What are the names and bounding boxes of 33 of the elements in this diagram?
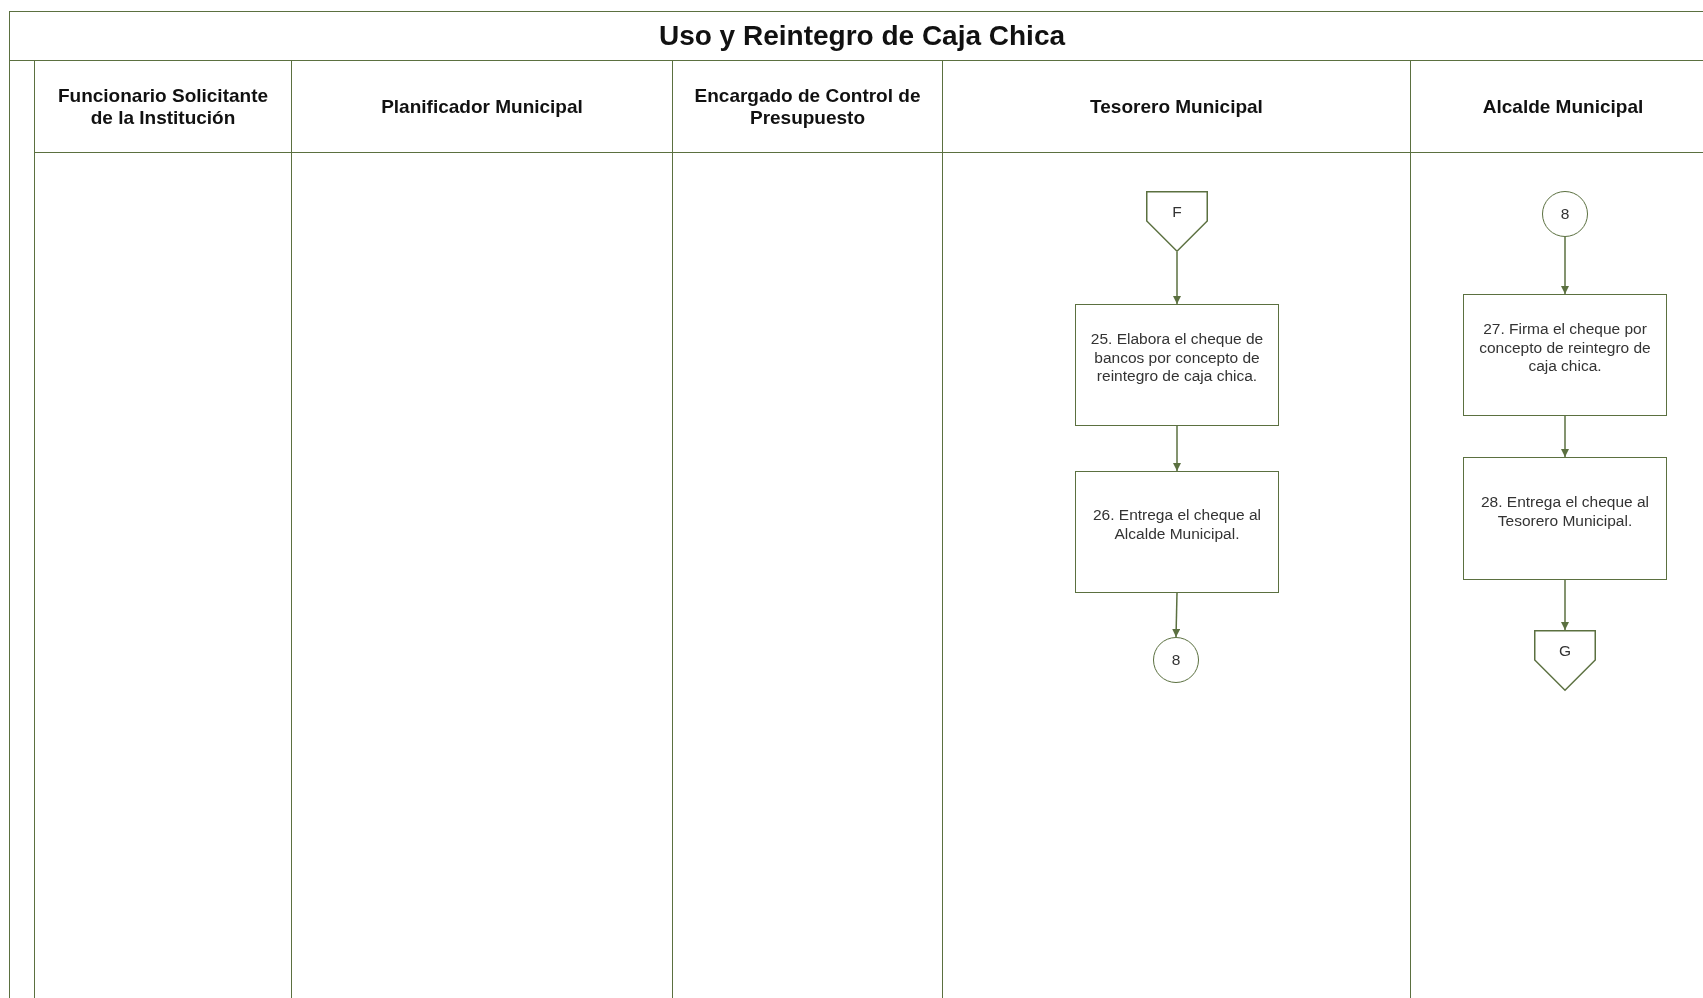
connector-circle: [1542, 191, 1588, 237]
lane-header: Alcalde Municipal: [1482, 95, 1644, 118]
process-box: [1463, 294, 1667, 416]
arrow: [1173, 425, 1181, 472]
swimlane: [34, 61, 291, 998]
step-text: 25. Elabora el cheque de bancos por concepto de reintegro de caja chica.: [1089, 330, 1265, 386]
arrow: [1172, 592, 1181, 638]
connector-label: 8: [1560, 204, 1570, 224]
lane-header: Planificador Municipal: [381, 95, 583, 118]
off-page-connector: [1146, 191, 1208, 252]
diagram-title: Uso y Reintegro de Caja Chica: [9, 11, 1703, 61]
swimlane: [942, 61, 1410, 998]
arrow: [1561, 236, 1569, 295]
lane-header: Tesorero Municipal: [1090, 95, 1263, 118]
step-text: 26. Entrega el cheque al Alcalde Municipal.: [1091, 506, 1262, 544]
connector-label: F: [1172, 203, 1182, 222]
process-box: [1075, 304, 1279, 426]
swimlane: [291, 61, 672, 998]
swimlane: [672, 61, 942, 998]
connector-circle: [1153, 637, 1199, 683]
lane-header: Encargado de Control de Presupuesto: [693, 84, 922, 129]
swimlane: [1410, 61, 1703, 998]
off-page-connector: [1534, 630, 1596, 691]
arrow: [1561, 579, 1569, 631]
step-text: 27. Firma el cheque por concepto de reintegro de caja chica.: [1478, 320, 1652, 376]
connector-label: G: [1558, 642, 1572, 661]
lane-header: Funcionario Solicitante de la Institución: [56, 84, 270, 129]
arrow: [1173, 251, 1181, 305]
process-box: [1463, 457, 1667, 580]
connector-label: 8: [1171, 650, 1181, 670]
process-box: [1075, 471, 1279, 593]
step-text: 28. Entrega el cheque al Tesorero Municipal.: [1479, 492, 1650, 531]
arrow: [1561, 415, 1569, 458]
